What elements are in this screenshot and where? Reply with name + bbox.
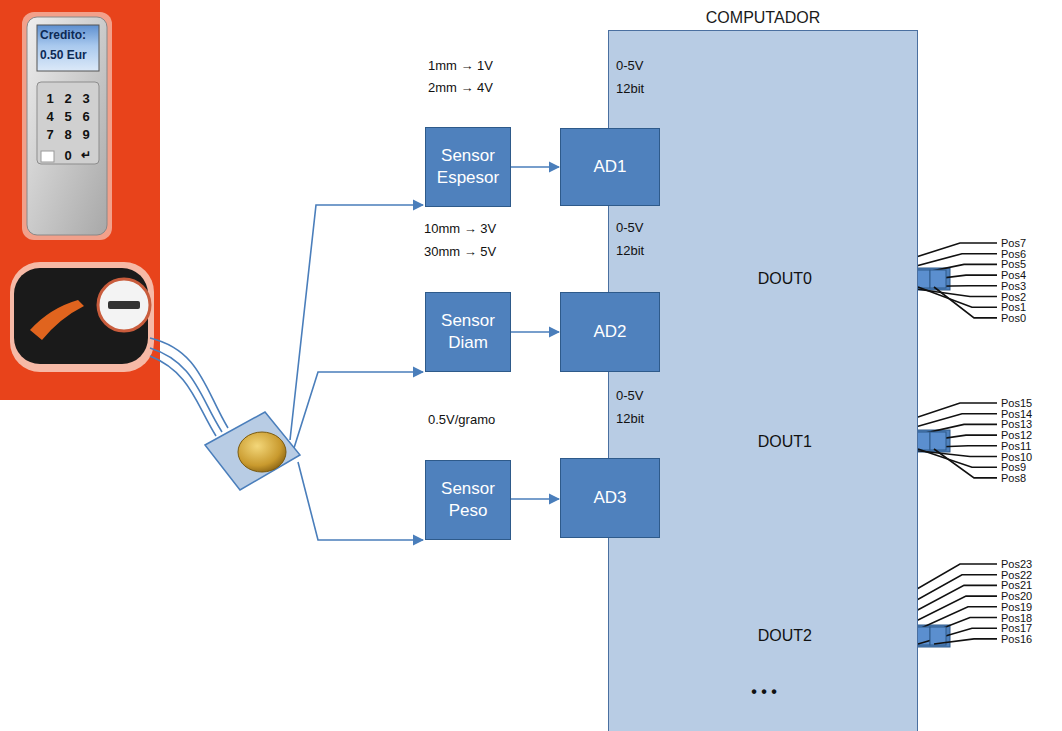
port-name: DOUT1 (758, 433, 812, 451)
register-bit (930, 432, 946, 450)
pin-wire (934, 449, 997, 478)
pin-wire (934, 639, 997, 644)
wire (150, 356, 216, 436)
key-digit: 6 (82, 110, 89, 125)
signal-arrow (511, 331, 559, 333)
sensor-feed (294, 372, 423, 448)
process-box: AD3 (560, 458, 660, 538)
pin-name: Pos0 (1001, 312, 1026, 325)
key-digit: 9 (82, 128, 89, 143)
key-digit: 8 (64, 128, 71, 143)
return-lever (30, 300, 84, 340)
keypad (37, 82, 99, 164)
box-label: AD2 (593, 321, 626, 343)
panel-rim (22, 12, 112, 240)
sensor-feed (290, 205, 423, 440)
keypad-plate (27, 17, 107, 235)
pin-name: Pos16 (1001, 633, 1032, 646)
box-label: AD3 (593, 487, 626, 509)
adc-spec: 12bit (616, 244, 644, 259)
box-heading: COMPUTADOR (609, 9, 917, 27)
wire (150, 338, 228, 428)
continuation-dots: • • • (751, 683, 777, 701)
process-box: Sensor Peso (425, 460, 511, 540)
adc-spec: 0-5V (616, 221, 643, 236)
coin (238, 432, 286, 472)
conversion-note: 1mm → 1V (428, 59, 493, 74)
process-box: AD2 (560, 292, 660, 372)
signal-arrow (511, 166, 559, 168)
key-digit: 2 (64, 92, 71, 107)
coin-plate (205, 412, 300, 490)
key-blank (41, 151, 54, 162)
adc-spec: 12bit (616, 82, 644, 97)
display-text: Credito: (40, 29, 86, 43)
machine-panel (0, 0, 160, 400)
register-bit (930, 270, 946, 288)
adc-spec: 0-5V (616, 59, 643, 74)
key-digit: 7 (46, 128, 53, 143)
key-digit: 1 (46, 92, 53, 107)
conversion-note: 0.5V/gramo (428, 413, 495, 428)
coin-rim (10, 262, 154, 372)
box-label: Sensor Espesor (432, 145, 504, 189)
conversion-note: 30mm → 5V (424, 245, 496, 260)
process-box: AD1 (560, 128, 660, 206)
coin-slot (98, 279, 150, 331)
process-box: Sensor Diam (425, 292, 511, 372)
adc-spec: 0-5V (616, 389, 643, 404)
key-enter: ↵ (81, 149, 91, 163)
display-text: 0.50 Eur (40, 49, 87, 63)
pin-name: Pos8 (1001, 472, 1026, 485)
pin-wire (918, 449, 997, 467)
pin-wire (934, 287, 997, 318)
lcd-display (37, 25, 99, 71)
conversion-note: 2mm → 4V (428, 81, 493, 96)
sensor-feed (298, 462, 423, 540)
conversion-note: 10mm → 3V (424, 222, 496, 237)
signal-arrow (511, 498, 559, 500)
process-box: Sensor Espesor (425, 127, 511, 207)
port-name: DOUT2 (758, 627, 812, 645)
key-digit: 3 (82, 92, 89, 107)
adc-spec: 12bit (616, 412, 644, 427)
box-label: Sensor Diam (432, 310, 504, 354)
box-label: Sensor Peso (432, 478, 504, 522)
key-digit: 4 (46, 110, 53, 125)
box-label: AD1 (593, 156, 626, 178)
port-name: DOUT0 (758, 270, 812, 288)
slot-opening (108, 301, 140, 309)
key-digit: 0 (64, 149, 71, 164)
key-digit: 5 (64, 110, 71, 125)
